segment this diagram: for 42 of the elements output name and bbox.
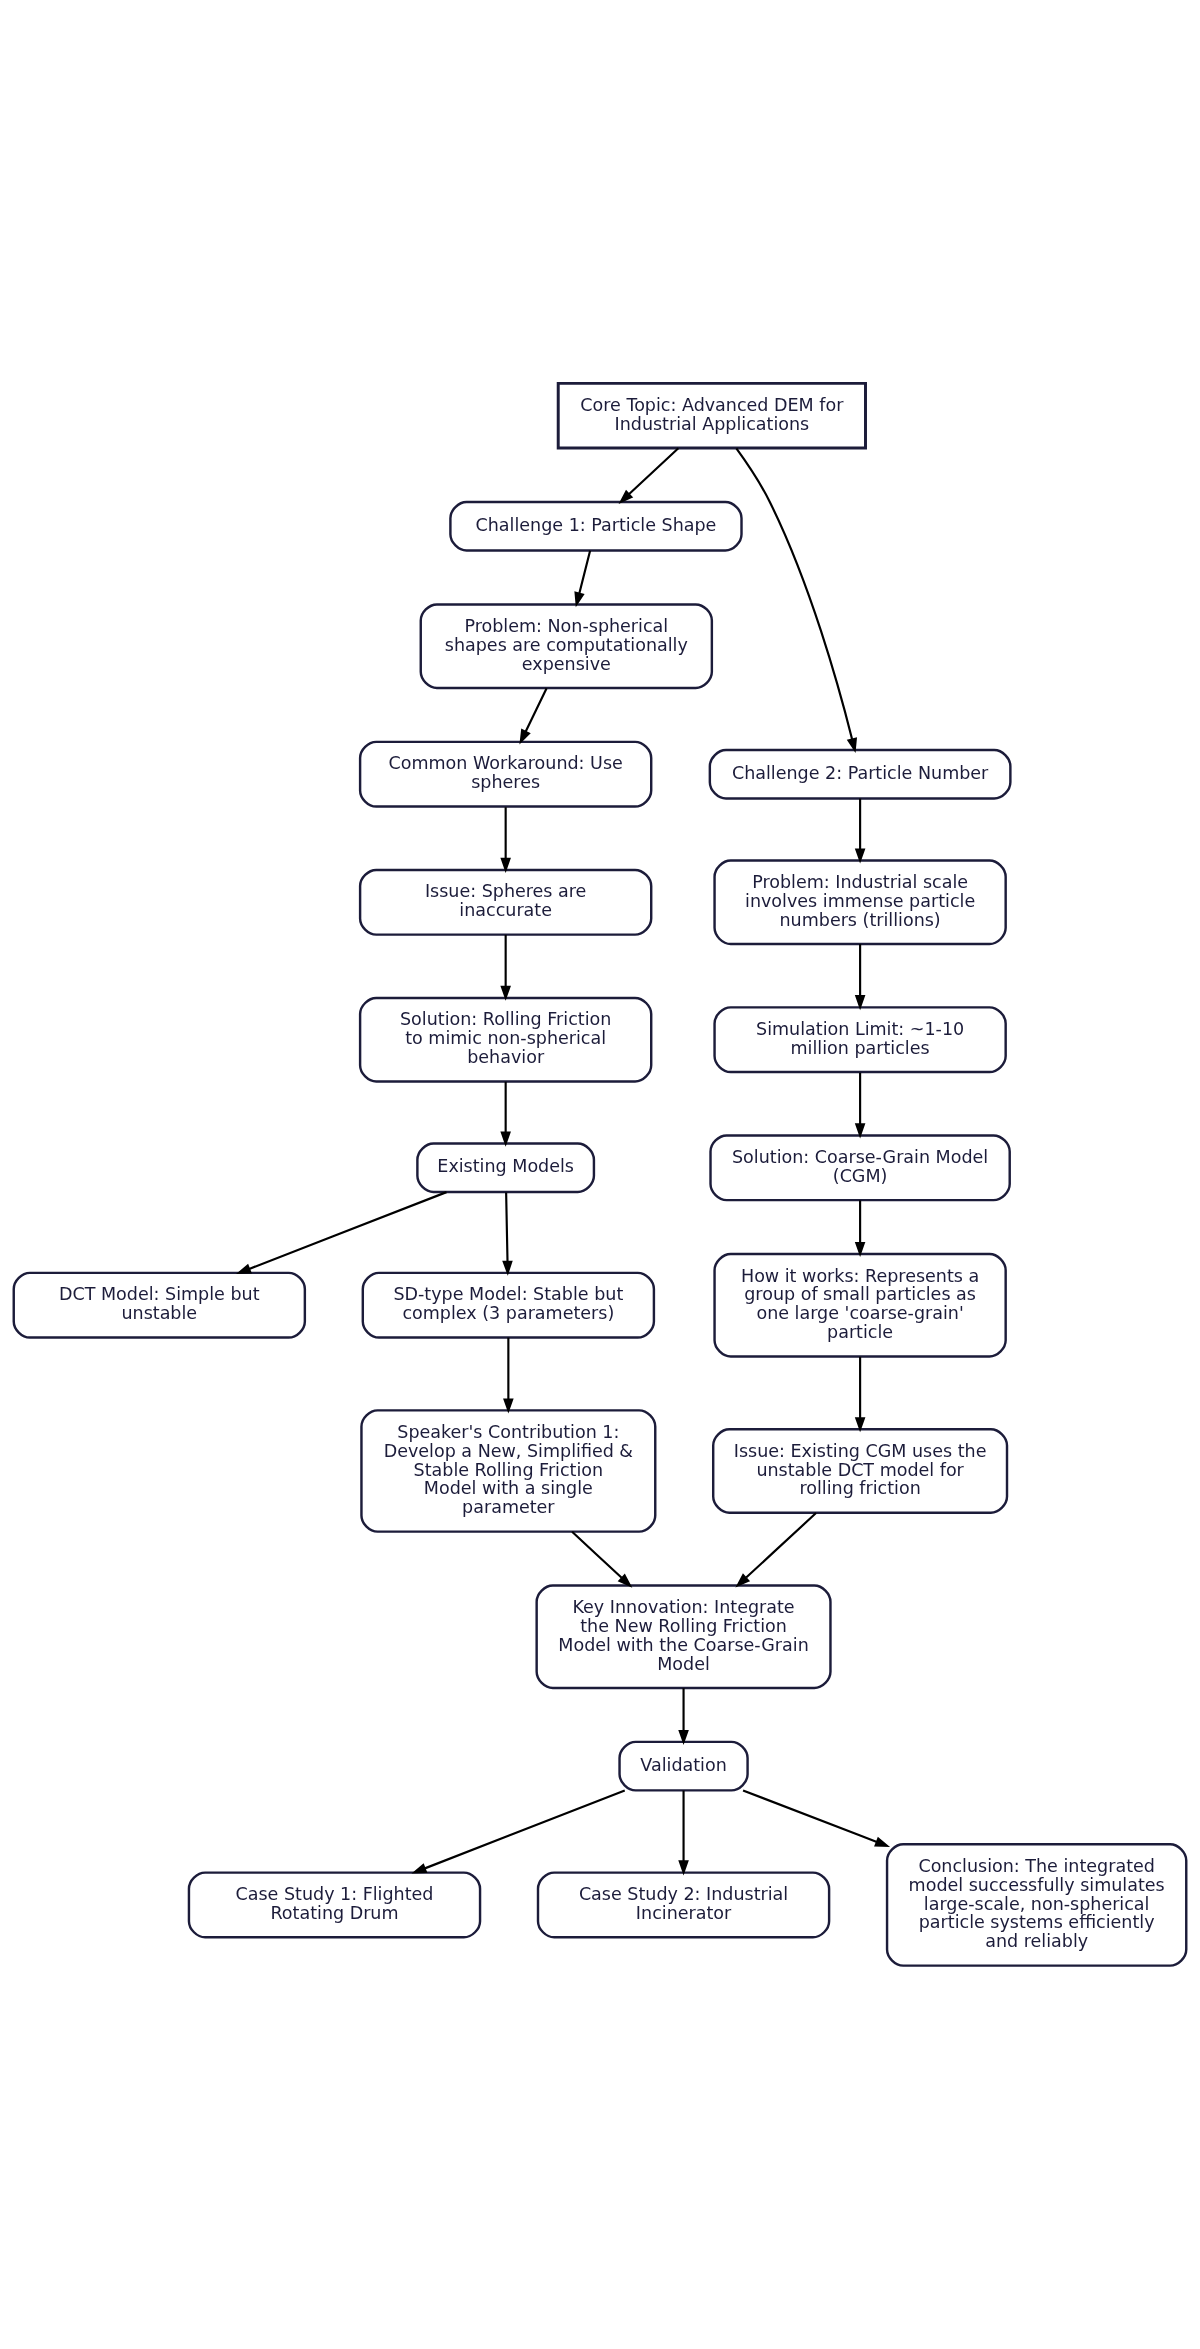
node-box: DCT Model: Simple but unstable [12,1271,307,1339]
node-box: Solution: Rolling Friction to mimic non-spherical behavior [358,996,653,1083]
node-box: Key Innovation: Integrate the New Rolling Friction Model with the Coarse-Grain Model [535,1584,832,1690]
node-box: Challenge 1: Particle Shape [449,500,743,552]
arrow [500,934,511,1001]
arrow [618,447,680,504]
node-box: Simulation Limit: ~1-10 million particles [713,1006,1007,1074]
arrow [854,798,866,864]
node-box: Solution: Coarse-Grain Model (CGM) [709,1134,1011,1202]
arrow [500,807,511,873]
arrow [502,1192,513,1276]
arrow [574,550,592,608]
arrow [235,1191,447,1275]
node-box: Conclusion: The integrated model successfully simulates large-scale, non-spherical particle systems efficiently and reliably [885,1843,1188,1967]
node-box: Problem: Non-spherical shapes are computationally expensive [419,603,714,690]
node-box: Issue: Existing CGM uses the unstable DCT model for rolling friction [712,1428,1009,1514]
node-box: Common Workaround: Use spheres [358,740,653,808]
arrow [854,1356,866,1433]
arrow [742,1789,891,1848]
node-box: Issue: Spheres are inaccurate [358,868,653,936]
node-box: Case Study 2: Industrial Incinerator [536,1871,831,1939]
arrow [503,1337,514,1414]
node-box: Challenge 2: Particle Number [708,748,1012,800]
arrow [519,687,548,745]
arrow [500,1081,511,1147]
arrow [735,1512,817,1588]
node-box: Core Topic: Advanced DEM for Industrial Applications [556,381,867,450]
arrow [411,1789,626,1874]
arrow [678,1790,689,1876]
node-box: Problem: Industrial scale involves immense particle numbers (trillions) [713,859,1007,946]
arrow [854,1072,866,1139]
arrow [571,1530,633,1588]
node-box: Speaker's Contribution 1: Develop a New, Simplified & Stable Rolling Friction Model with a single parameter [360,1409,657,1533]
node-box: Case Study 1: Flighted Rotating Drum [187,1871,482,1939]
arrow [854,944,866,1011]
arrow [854,1200,866,1258]
node-box: SD-type Model: Stable but complex (3 parameters) [361,1271,656,1339]
node-box: Existing Models [416,1142,596,1194]
arrow [735,447,858,754]
arrow [678,1688,689,1746]
node-box: Validation [618,1740,749,1792]
node-box: How it works: Represents a group of small particles as one large 'coarse-grain' particle [713,1252,1007,1358]
